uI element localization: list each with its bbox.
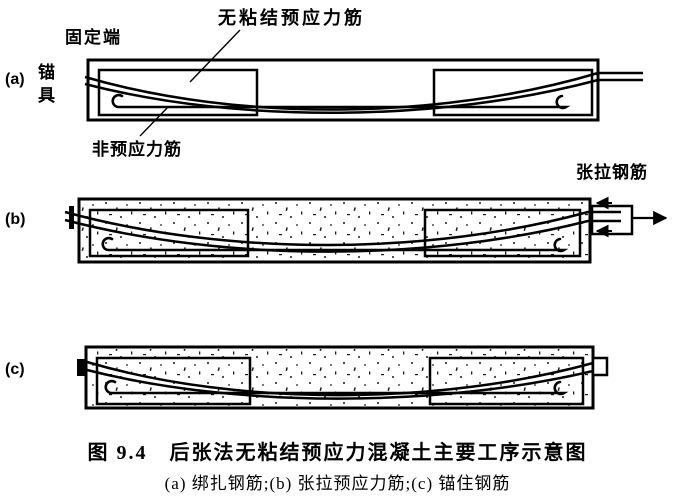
rebar-c (104, 379, 569, 396)
figure-caption-subtitle: (a) 绑扎钢筋;(b) 张拉预应力筋;(c) 锚住钢筋 (164, 474, 511, 493)
leader-non-prestressed (139, 106, 169, 137)
anchor-block-right-c (591, 356, 609, 377)
tendon-a (84, 71, 643, 115)
beam-b (64, 196, 668, 264)
beam-c (77, 345, 609, 410)
label-stage-a: (a) (5, 71, 25, 88)
rebar-a (111, 93, 571, 110)
beam-a (84, 58, 643, 122)
label-tensioning-bar: 张拉钢筋 (576, 163, 648, 182)
tendon-b (64, 210, 621, 253)
rebar-b (101, 236, 569, 253)
anchor-plate-left-b (69, 206, 74, 229)
figure-caption-title: 图 9.4 后张法无粘结预应力混凝土主要工序示意图 (87, 442, 588, 464)
anchor-plate-left-c (77, 359, 87, 376)
label-fixed-end: 固定端 (65, 28, 122, 47)
label-non-prestressed-bar: 非预应力筋 (92, 140, 182, 159)
tendon-c (86, 360, 594, 400)
label-unbonded-tendon: 无粘结预应力筋 (218, 8, 365, 28)
jack-b (590, 204, 634, 236)
leader-unbonded-tendon (189, 29, 241, 83)
label-stage-b: (b) (5, 211, 26, 228)
label-stage-c: (c) (5, 361, 25, 378)
label-anchorage: 锚具 (35, 63, 54, 109)
